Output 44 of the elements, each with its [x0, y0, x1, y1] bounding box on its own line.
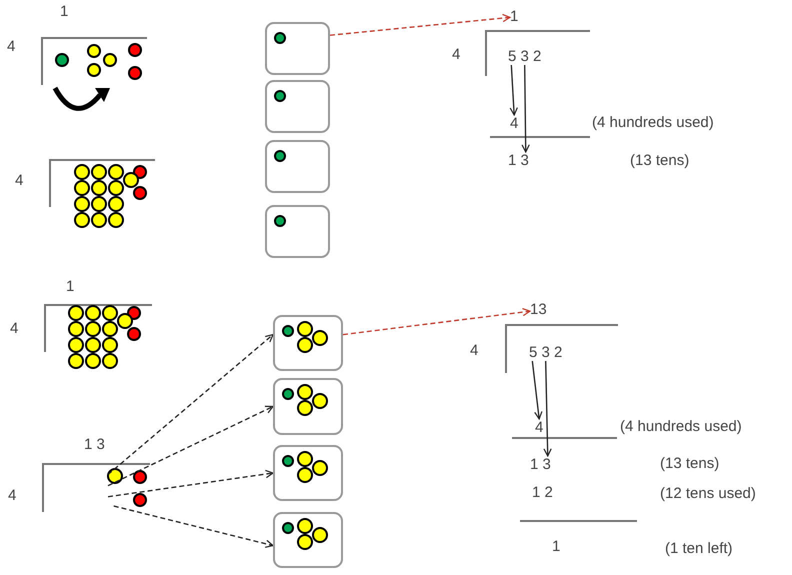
quotient-digit: 1 [510, 8, 518, 25]
counters-drawing [107, 468, 147, 507]
note-text: (13 tens) [660, 455, 720, 472]
arrow [532, 360, 542, 420]
note-text: (1 ten left) [665, 540, 733, 557]
counter-box [273, 445, 343, 501]
note-text: (4 hundreds used) [620, 418, 742, 435]
partial-product: 4 [510, 115, 518, 132]
divisor-digit: 4 [8, 487, 16, 504]
partial-product: 1 2 [532, 484, 553, 501]
divisor-digit: 4 [10, 320, 18, 337]
divisor-digit: 4 [452, 46, 460, 63]
arrow [342, 308, 531, 336]
quotient-digits: 13 [530, 301, 547, 318]
dividend-digits: 5 3 2 [529, 344, 562, 361]
remainder-digit: 1 [552, 538, 560, 555]
counter-box [273, 512, 343, 568]
note-text: (12 tens used) [660, 485, 756, 502]
quotient-digits: 1 3 [84, 436, 105, 453]
quotient-digit: 1 [66, 278, 74, 295]
counter-box [265, 22, 330, 75]
counter-box [265, 205, 330, 258]
partial-product: 4 [535, 419, 544, 436]
arrow [108, 470, 274, 498]
counter-box [273, 315, 343, 371]
arrow [543, 360, 552, 457]
arrow [108, 406, 274, 486]
arrow [114, 505, 274, 548]
quotient-digit: 1 [60, 3, 68, 20]
divisor-digit: 4 [7, 38, 16, 55]
dividend-digits: 5 3 2 [508, 48, 542, 65]
counter-box [265, 140, 330, 193]
arrow [330, 14, 511, 36]
counter-box [265, 80, 330, 133]
counter-box [273, 378, 343, 435]
note-text: (13 tens) [630, 152, 690, 169]
note-text: (4 hundreds used) [592, 114, 714, 131]
remainder-digits: 1 3 [530, 456, 551, 473]
remainder-digits: 1 3 [508, 152, 529, 169]
arrow [521, 65, 530, 153]
arrow [510, 64, 518, 116]
arrow [108, 334, 274, 476]
divisor-digit: 4 [470, 342, 478, 359]
divisor-digit: 4 [15, 172, 24, 189]
